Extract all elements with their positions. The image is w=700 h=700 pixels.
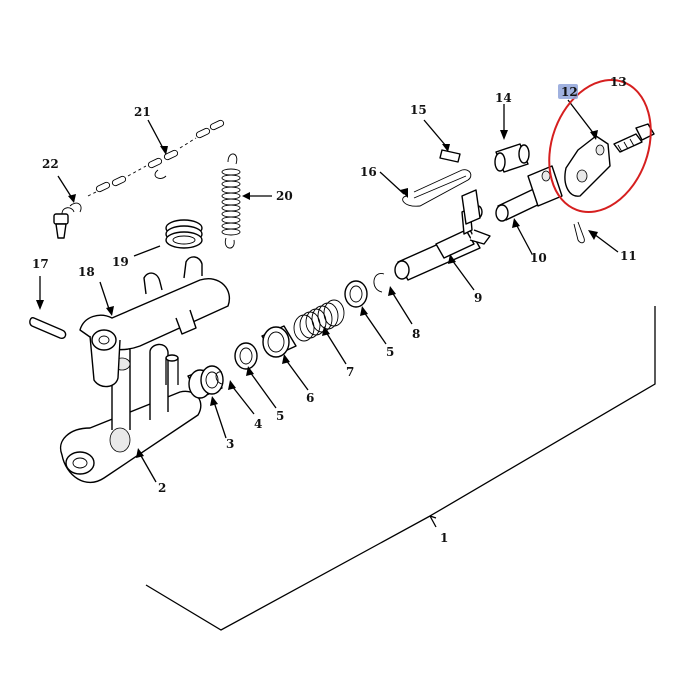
callout-19[interactable]: 19 [112,255,129,269]
part-17-pin [29,276,67,340]
part-13-bolt [613,123,655,153]
part-8-snap-ring [373,273,385,293]
callout-13[interactable]: 13 [610,75,627,89]
callout-20[interactable]: 20 [276,189,293,203]
part-21-chain [87,119,225,197]
callout-16[interactable]: 16 [360,165,377,179]
callout-4[interactable]: 4 [254,417,262,431]
part-20-spring [221,153,272,249]
callout-12-highlight [558,84,578,99]
callout-21[interactable]: 21 [134,105,151,119]
callout-8[interactable]: 8 [412,327,420,341]
callout-18[interactable]: 18 [78,265,95,279]
part-4-snap-ring [215,371,223,385]
part-2-lift-link [59,341,202,484]
part-16-handle-rod [379,169,481,225]
leader-lines [99,99,619,483]
highlight-circle [548,79,652,213]
part-6-sleeve [261,325,297,358]
callout-11[interactable]: 11 [620,249,637,263]
part-18-housing [79,256,231,388]
part-15-pin [423,119,461,163]
part-7-compression-spring [293,299,345,342]
callout-10[interactable]: 10 [530,251,547,265]
callout-15[interactable]: 15 [410,103,427,117]
part-11-cotter-pin [573,221,585,244]
part-5-washer-a [234,342,258,370]
part-12-bracket [564,135,611,197]
callout-3[interactable]: 3 [226,437,234,451]
callout-9[interactable]: 9 [474,291,482,305]
callout-22[interactable]: 22 [42,157,59,171]
callout-5a[interactable]: 5 [276,409,284,423]
part-5-washer-b [344,280,368,308]
callout-14[interactable]: 14 [495,91,512,105]
callout-2[interactable]: 2 [158,481,166,495]
part-19-coil [133,219,203,257]
callout-5b[interactable]: 5 [386,345,394,359]
part-22-hook [53,175,82,239]
callout-17[interactable]: 17 [32,257,49,271]
callout-7[interactable]: 7 [346,365,354,379]
callout-6[interactable]: 6 [306,391,314,405]
part-10-clevis-rod [495,165,563,222]
callout-labels: 1 2 3 4 5 6 7 5 8 9 10 11 12 13 14 15 16… [32,75,637,545]
part-14-coupler [494,104,530,173]
callout-1[interactable]: 1 [440,531,448,545]
callout-12[interactable]: 12 [561,85,578,99]
assembly-bracket [145,306,656,631]
